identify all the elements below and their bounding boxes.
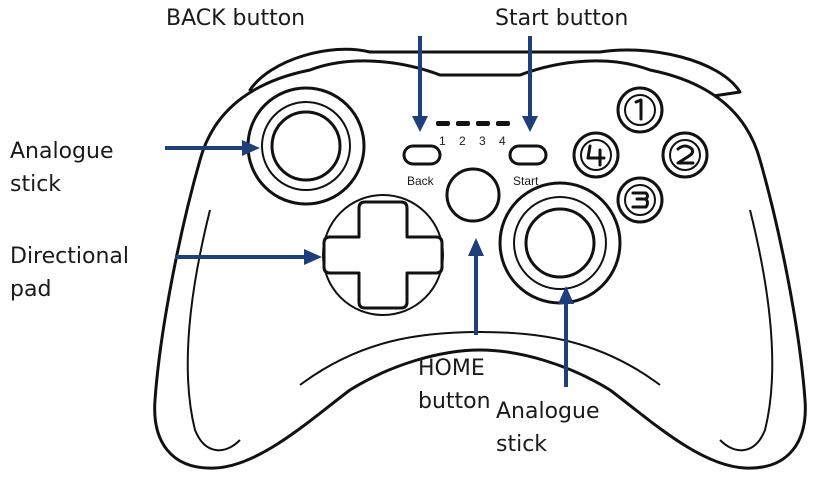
- home-button-arrow: [468, 238, 484, 335]
- right-analogue-stick[interactable]: [498, 181, 622, 305]
- right-stick-callout-line2: stick: [496, 432, 548, 457]
- back-button[interactable]: [402, 144, 442, 166]
- face-button-4[interactable]: [572, 131, 620, 179]
- dpad-callout: Directional pad: [10, 240, 129, 306]
- back-label: Back: [407, 174, 435, 188]
- right-stick-callout: Analogue stick: [496, 395, 600, 461]
- bottom-contour: [299, 330, 661, 386]
- start-button[interactable]: [508, 144, 548, 166]
- dpad-callout-line2: pad: [10, 277, 52, 302]
- led-label: 3: [479, 134, 486, 148]
- start-label: Start: [513, 174, 539, 188]
- left-stick-arrow: [165, 140, 260, 156]
- right-stick-callout-line1: Analogue: [496, 399, 600, 424]
- player-led-bar: 1 2 3 4: [436, 121, 510, 148]
- left-grip-contour: [186, 209, 241, 452]
- home-button-callout-line2: button: [418, 389, 491, 414]
- led-label: 4: [499, 134, 506, 148]
- left-stick-callout-line1: Analogue: [10, 139, 114, 164]
- home-button-callout: HOME button: [418, 352, 491, 418]
- right-grip-contour: [719, 209, 774, 452]
- face-button-1[interactable]: [616, 86, 664, 134]
- face-button-2[interactable]: [661, 131, 709, 179]
- directional-pad[interactable]: [322, 194, 444, 316]
- left-stick-callout-line2: stick: [10, 172, 62, 197]
- led-label: 1: [439, 134, 446, 148]
- back-button-arrow: [412, 36, 428, 132]
- left-analogue-stick[interactable]: [246, 86, 366, 206]
- face-button-3[interactable]: [616, 176, 664, 224]
- home-button[interactable]: [445, 167, 501, 223]
- dpad-arrow: [175, 249, 322, 265]
- start-button-arrow: [522, 36, 538, 132]
- home-button-callout-line1: HOME: [418, 356, 485, 381]
- start-button-callout: Start button: [495, 6, 629, 31]
- dpad-callout-line1: Directional: [10, 244, 129, 269]
- led-label: 2: [459, 134, 466, 148]
- right-stick-arrow: [558, 286, 574, 387]
- back-button-callout: BACK button: [166, 6, 306, 31]
- left-stick-callout: Analogue stick: [10, 135, 114, 201]
